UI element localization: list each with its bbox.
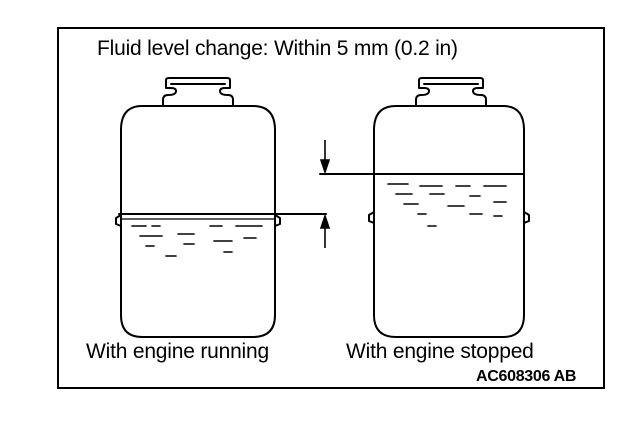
right-fluid-dashes [387,183,507,227]
diagram-frame [57,27,605,389]
level-change-arrows [319,140,331,248]
label-engine-stopped: With engine stopped [346,340,534,363]
left-seam-lug-right [274,214,281,227]
left-reservoir-neck [162,77,234,107]
left-reservoir [115,77,327,338]
left-fluid-dashes [131,225,263,257]
diagram-title: Fluid level change: Within 5 mm (0.2 in) [97,37,458,60]
right-reservoir-body [373,105,525,338]
right-reservoir [319,77,530,338]
figure-code: AC608306 AB [476,368,577,385]
label-engine-running: With engine running [86,340,269,363]
upper-arrow-head [319,159,331,175]
right-seam-lug-right [523,211,530,224]
right-reservoir-neck [415,77,487,107]
right-seam-lug-left [368,211,375,224]
left-reservoir-body [120,105,276,338]
left-seam-lug-left [115,214,122,227]
lower-arrow-head [319,213,331,229]
